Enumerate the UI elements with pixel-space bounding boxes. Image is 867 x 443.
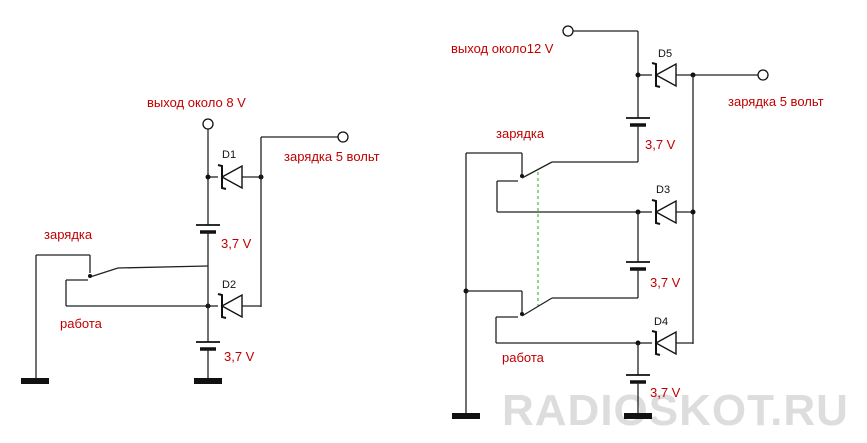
- right-ground-1: [452, 413, 480, 419]
- right-charge-label: зарядка 5 вольт: [728, 94, 824, 109]
- left-bat1-label: 3,7 V: [221, 236, 252, 251]
- right-battery-2: 3,7 V: [626, 261, 681, 290]
- left-charge-label: зарядка 5 вольт: [284, 149, 380, 164]
- right-bat1-label: 3,7 V: [645, 137, 676, 152]
- right-battery-1: 3,7 V: [626, 117, 676, 152]
- right-bat2-label: 3,7 V: [650, 275, 681, 290]
- right-diode-d4: D4: [638, 316, 693, 356]
- right-d5-label: D5: [658, 48, 672, 60]
- right-bat3-label: 3,7 V: [650, 385, 681, 400]
- right-d3-label: D3: [656, 184, 670, 196]
- right-diode-d3: D3: [638, 184, 693, 225]
- right-ground-2: [624, 413, 652, 419]
- right-switch-charge: зарядка: [465, 126, 553, 416]
- left-ground-1: [21, 378, 49, 384]
- right-switch-charge-label: зарядка: [496, 126, 545, 141]
- right-circuit: выход около12 V D5 зарядка 5 вольт 3,7 V: [451, 25, 824, 419]
- left-d2-label: D2: [222, 279, 236, 291]
- left-switch: зарядка работа: [35, 227, 119, 380]
- left-charge-terminal: [337, 131, 349, 143]
- left-ground-2: [194, 378, 222, 384]
- left-battery-2: 3,7 V: [196, 341, 255, 364]
- left-switch-charge-label: зарядка: [44, 227, 93, 242]
- left-battery-1: 3,7 V: [196, 224, 252, 251]
- right-switch-work: работа: [463, 288, 553, 365]
- left-diode-d1: D1: [208, 149, 261, 190]
- right-output-label: выход около12 V: [451, 41, 554, 56]
- right-output-terminal: [562, 25, 574, 37]
- right-diode-d5: D5: [638, 48, 758, 88]
- left-circuit: выход около 8 V D1 зарядка 5 вольт 3,7 V: [21, 95, 380, 384]
- left-output-label: выход около 8 V: [147, 95, 246, 110]
- right-switch-work-label: работа: [502, 350, 545, 365]
- left-bat2-label: 3,7 V: [224, 349, 255, 364]
- left-output-terminal: [202, 118, 214, 130]
- watermark: RADIOSKOT.RU: [502, 386, 849, 435]
- right-d4-label: D4: [654, 316, 668, 328]
- left-diode-d2: D2: [208, 279, 261, 319]
- left-switch-work-label: работа: [60, 316, 103, 331]
- right-charge-terminal: [757, 69, 769, 81]
- left-d1-label: D1: [222, 149, 236, 161]
